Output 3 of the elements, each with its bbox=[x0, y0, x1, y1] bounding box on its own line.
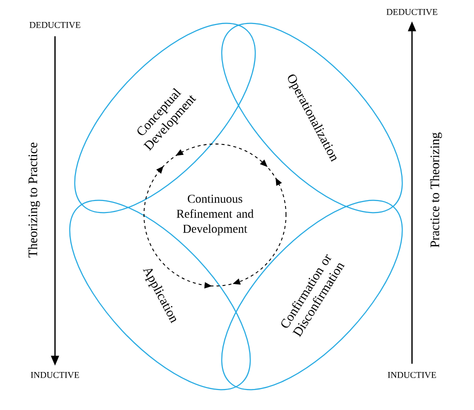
pole-label: DEDUCTIVE bbox=[386, 8, 438, 16]
edge-label: Practice to Theorizing bbox=[429, 131, 443, 249]
edge-label: Theorizing to Practice bbox=[27, 141, 41, 259]
